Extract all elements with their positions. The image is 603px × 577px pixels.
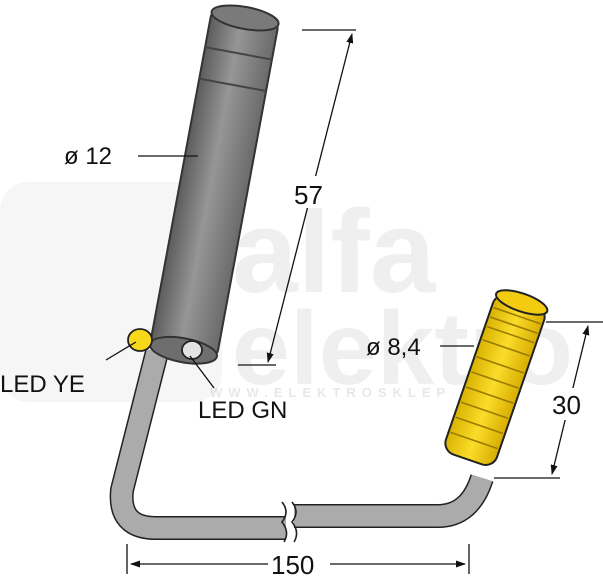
dimension-57-label: 57	[294, 180, 323, 210]
led-green	[181, 340, 203, 360]
leader-led-ye	[105, 341, 137, 361]
dimension-150-label: 150	[271, 550, 314, 577]
cable-break-mark-right	[290, 501, 298, 543]
label-diameter-8-4: ø 8,4	[366, 334, 421, 361]
dimension-30-label: 30	[552, 390, 581, 420]
label-diameter-12: ø 12	[64, 143, 112, 170]
watermark-url: WWW.ELEKTROSKLEP	[210, 385, 451, 400]
led-yellow	[127, 328, 153, 352]
yellow-connector	[444, 289, 549, 466]
label-led-ye: LED YE	[0, 371, 85, 398]
cable-break-mark	[280, 501, 288, 543]
leader-led-gn	[189, 355, 215, 389]
label-led-gn: LED GN	[198, 397, 287, 424]
cable	[109, 349, 494, 543]
